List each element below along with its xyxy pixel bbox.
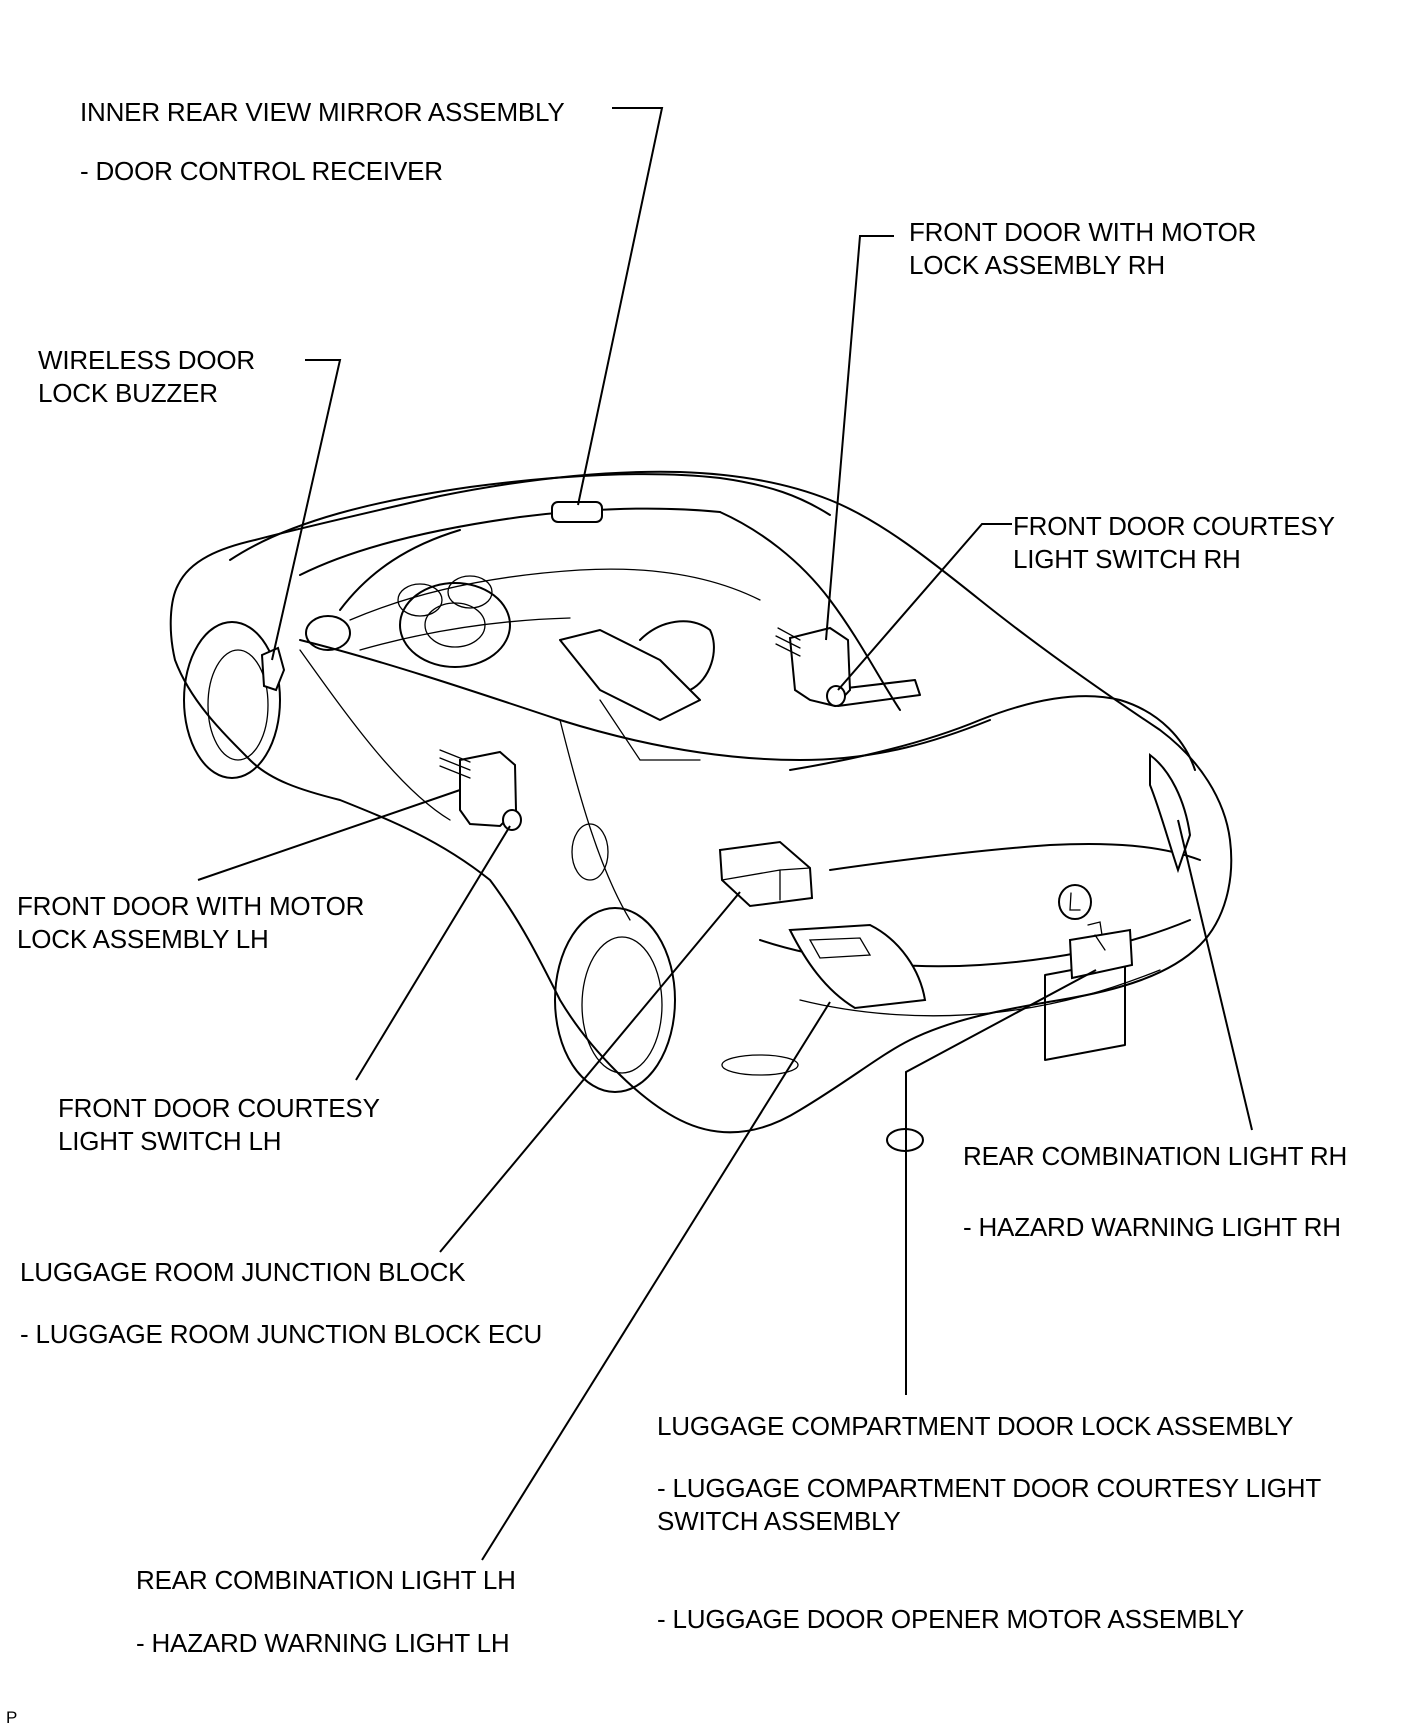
luggage-lock-label: LUGGAGE COMPARTMENT DOOR LOCK ASSEMBLY: [657, 1411, 1294, 1441]
front-door-motor-rh-label-1: FRONT DOOR WITH MOTOR: [909, 217, 1257, 247]
luggage-lock-sublabel-1b: SWITCH ASSEMBLY: [657, 1506, 901, 1536]
component-parts: [260, 501, 1192, 1010]
junction-block-part: [718, 840, 814, 908]
inner-mirror-label: INNER REAR VIEW MIRROR ASSEMBLY: [80, 97, 565, 127]
rear-combo-lh-label: REAR COMBINATION LIGHT LH: [136, 1565, 516, 1595]
front-door-motor-lh-label-2: LOCK ASSEMBLY LH: [17, 924, 269, 954]
luggage-junction-label: LUGGAGE ROOM JUNCTION BLOCK: [20, 1257, 466, 1287]
luggage-lock-part: [1068, 928, 1134, 980]
rear-combo-rh-sublabel: - HAZARD WARNING LIGHT RH: [963, 1212, 1341, 1242]
courtesy-switch-lh-part: [502, 809, 522, 831]
front-courtesy-rh-label-2: LIGHT SWITCH RH: [1013, 544, 1241, 574]
rear-combo-lh-sublabel: - HAZARD WARNING LIGHT LH: [136, 1628, 510, 1658]
luggage-lock-sublabel-2: - LUGGAGE DOOR OPENER MOTOR ASSEMBLY: [657, 1604, 1245, 1634]
front-courtesy-lh-label-1: FRONT DOOR COURTESY: [58, 1093, 380, 1123]
luggage-lock-sublabel-1a: - LUGGAGE COMPARTMENT DOOR COURTESY LIGH…: [657, 1473, 1322, 1503]
front-courtesy-rh-label-1: FRONT DOOR COURTESY: [1013, 511, 1335, 541]
wireless-buzzer-label-2: LOCK BUZZER: [38, 378, 218, 408]
inner-mirror-sublabel: - DOOR CONTROL RECEIVER: [80, 156, 443, 186]
inner-mirror-part: [551, 501, 603, 523]
leader-lines: [197, 107, 1253, 1561]
front-door-motor-lh-label-1: FRONT DOOR WITH MOTOR: [17, 891, 365, 921]
luggage-junction-sublabel: - LUGGAGE ROOM JUNCTION BLOCK ECU: [20, 1319, 543, 1349]
rear-combo-lh-part: [788, 923, 927, 1010]
rear-combo-rh-label: REAR COMBINATION LIGHT RH: [963, 1141, 1348, 1171]
figure-id: P: [6, 1708, 18, 1727]
wireless-buzzer-label-1: WIRELESS DOOR: [38, 345, 255, 375]
courtesy-switch-rh-part: [826, 685, 846, 707]
rear-combo-rh-part: [1149, 752, 1192, 874]
front-courtesy-lh-label-2: LIGHT SWITCH LH: [58, 1126, 282, 1156]
front-door-motor-rh-label-2: LOCK ASSEMBLY RH: [909, 250, 1165, 280]
